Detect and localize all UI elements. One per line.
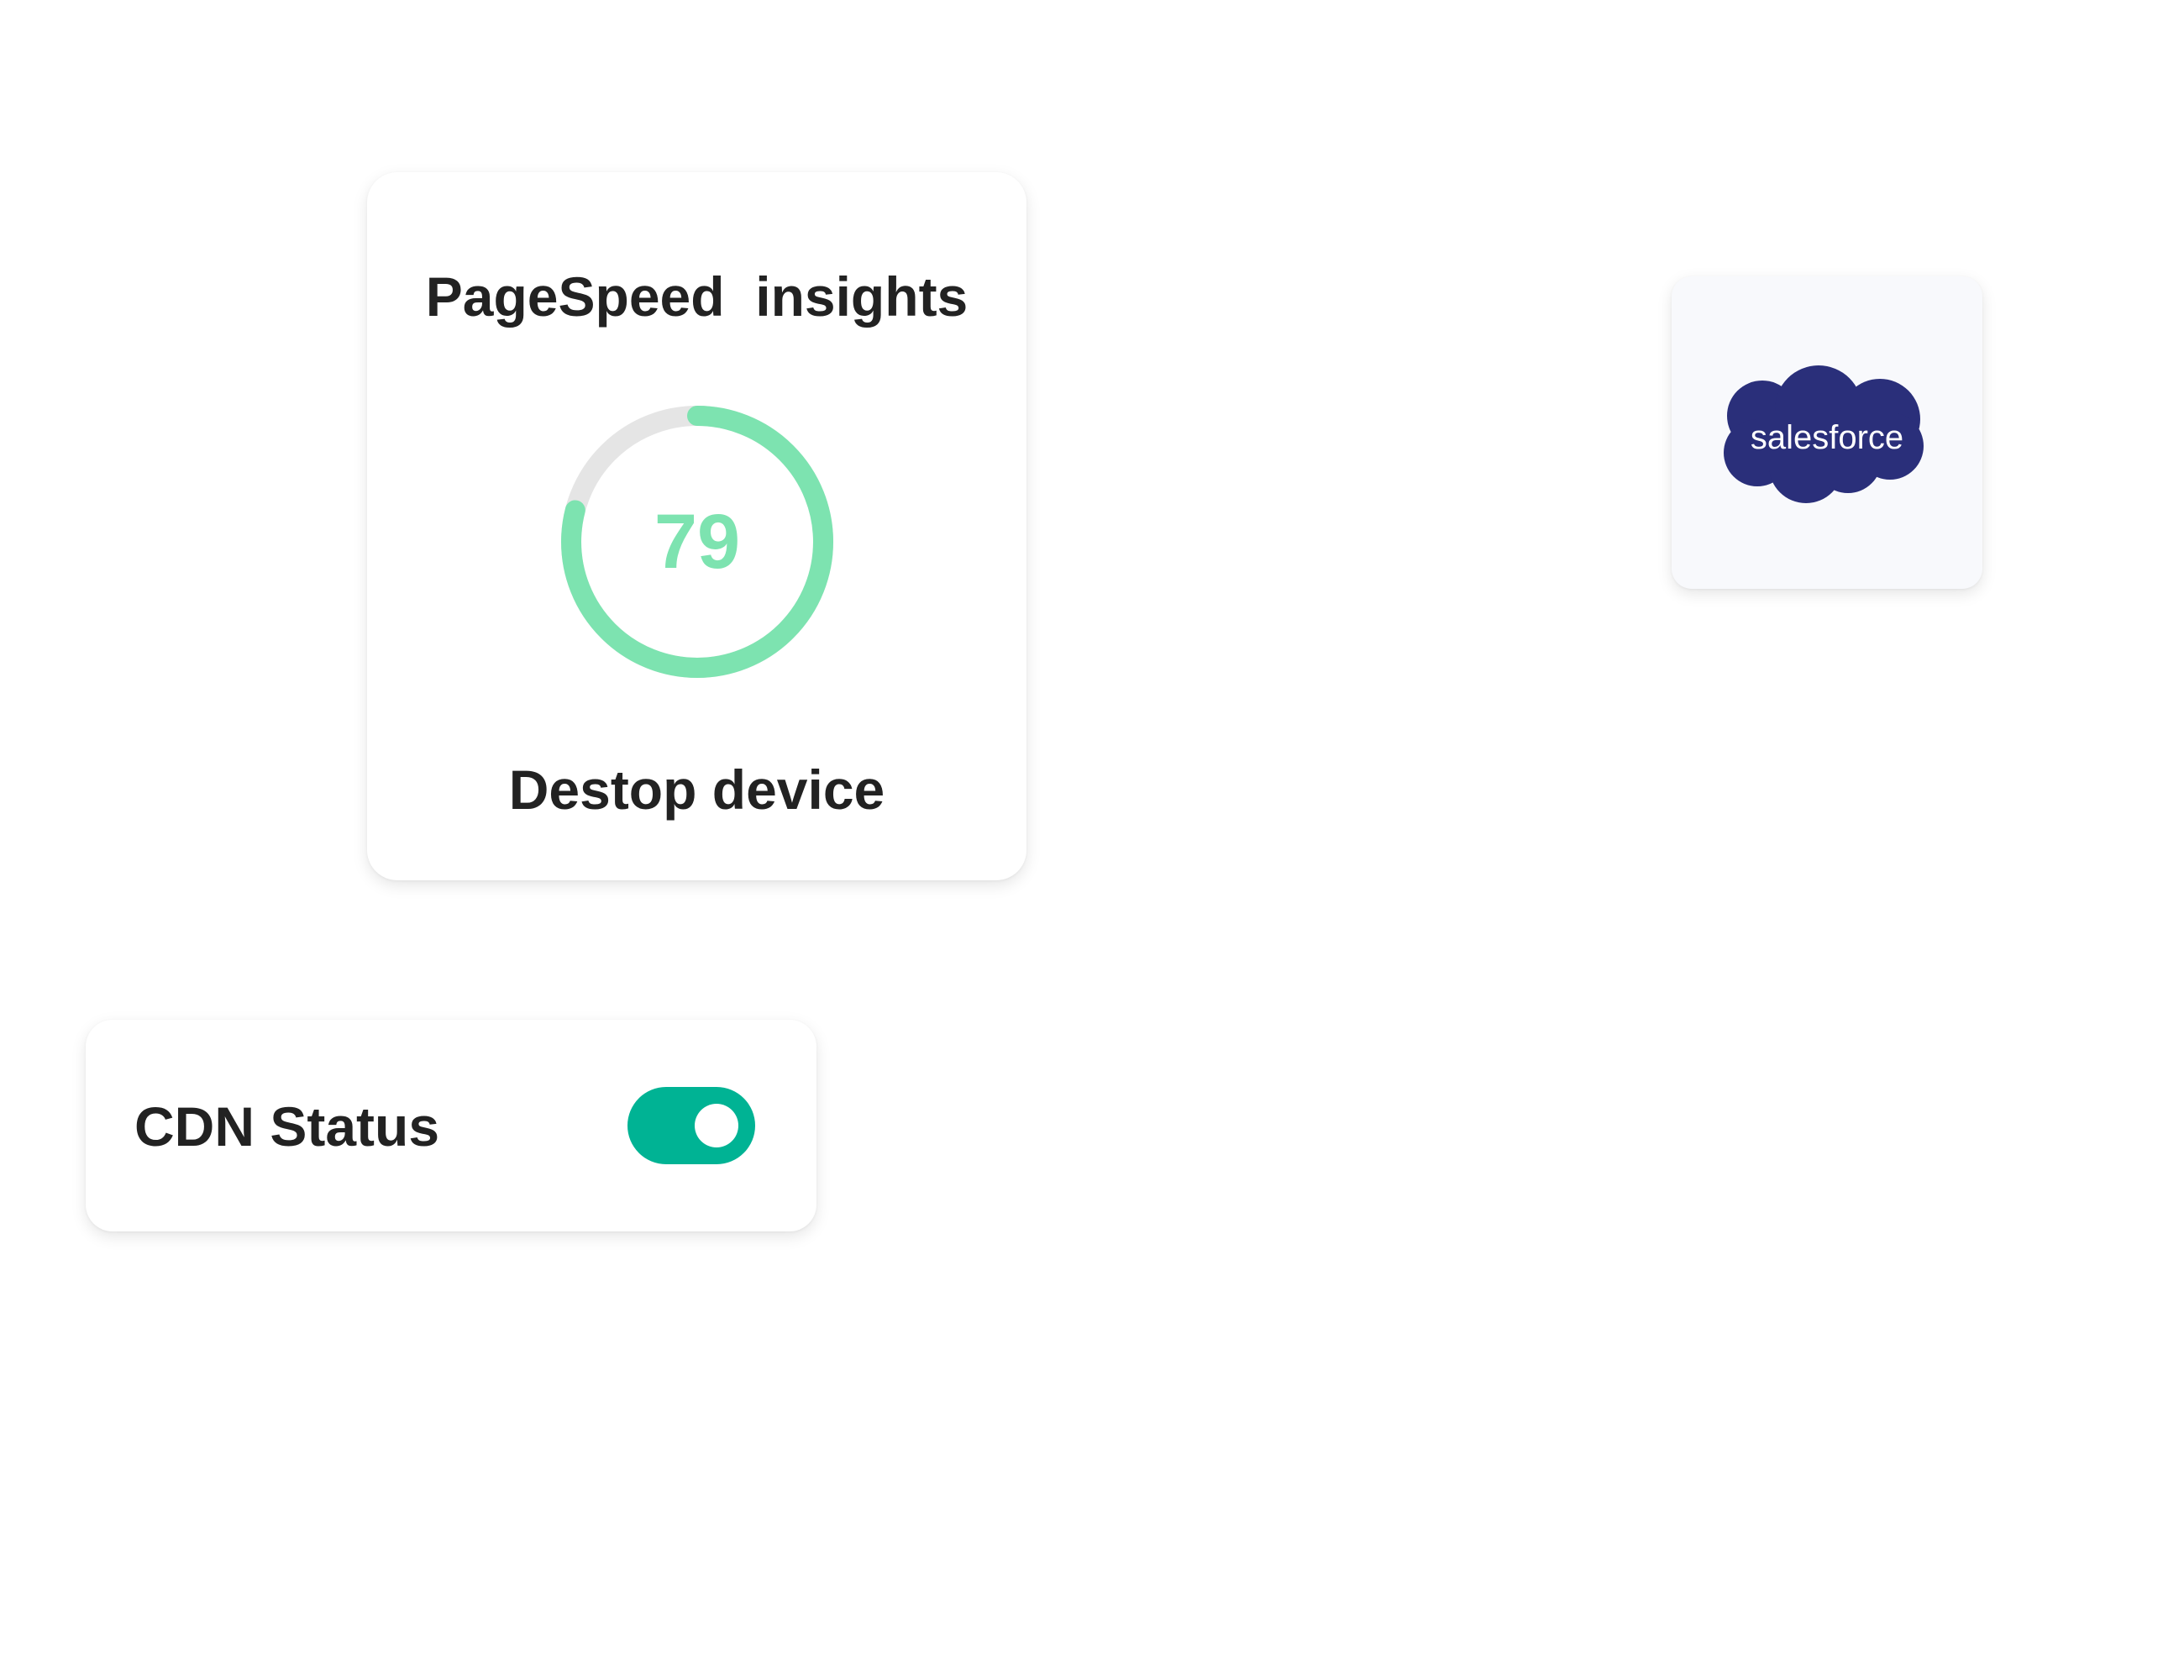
score-gauge: 79 (561, 406, 833, 678)
pagespeed-card: PageSpeed insights 79 Destop device (367, 172, 1026, 880)
device-label: Destop device (508, 759, 885, 821)
gauge-progress (561, 406, 833, 678)
cdn-status-toggle[interactable] (627, 1087, 755, 1164)
salesforce-card[interactable]: salesforce (1672, 276, 1982, 589)
salesforce-cloud-icon (1724, 365, 1924, 503)
cdn-status-card: CDN Status (86, 1020, 816, 1231)
toggle-knob (695, 1104, 738, 1147)
salesforce-logo: salesforce (1724, 365, 1924, 503)
cdn-status-label: CDN Status (134, 1095, 440, 1158)
salesforce-logo-text: salesforce (1751, 419, 1903, 456)
score-value: 79 (654, 499, 740, 585)
pagespeed-title: PageSpeed insights (425, 265, 969, 328)
